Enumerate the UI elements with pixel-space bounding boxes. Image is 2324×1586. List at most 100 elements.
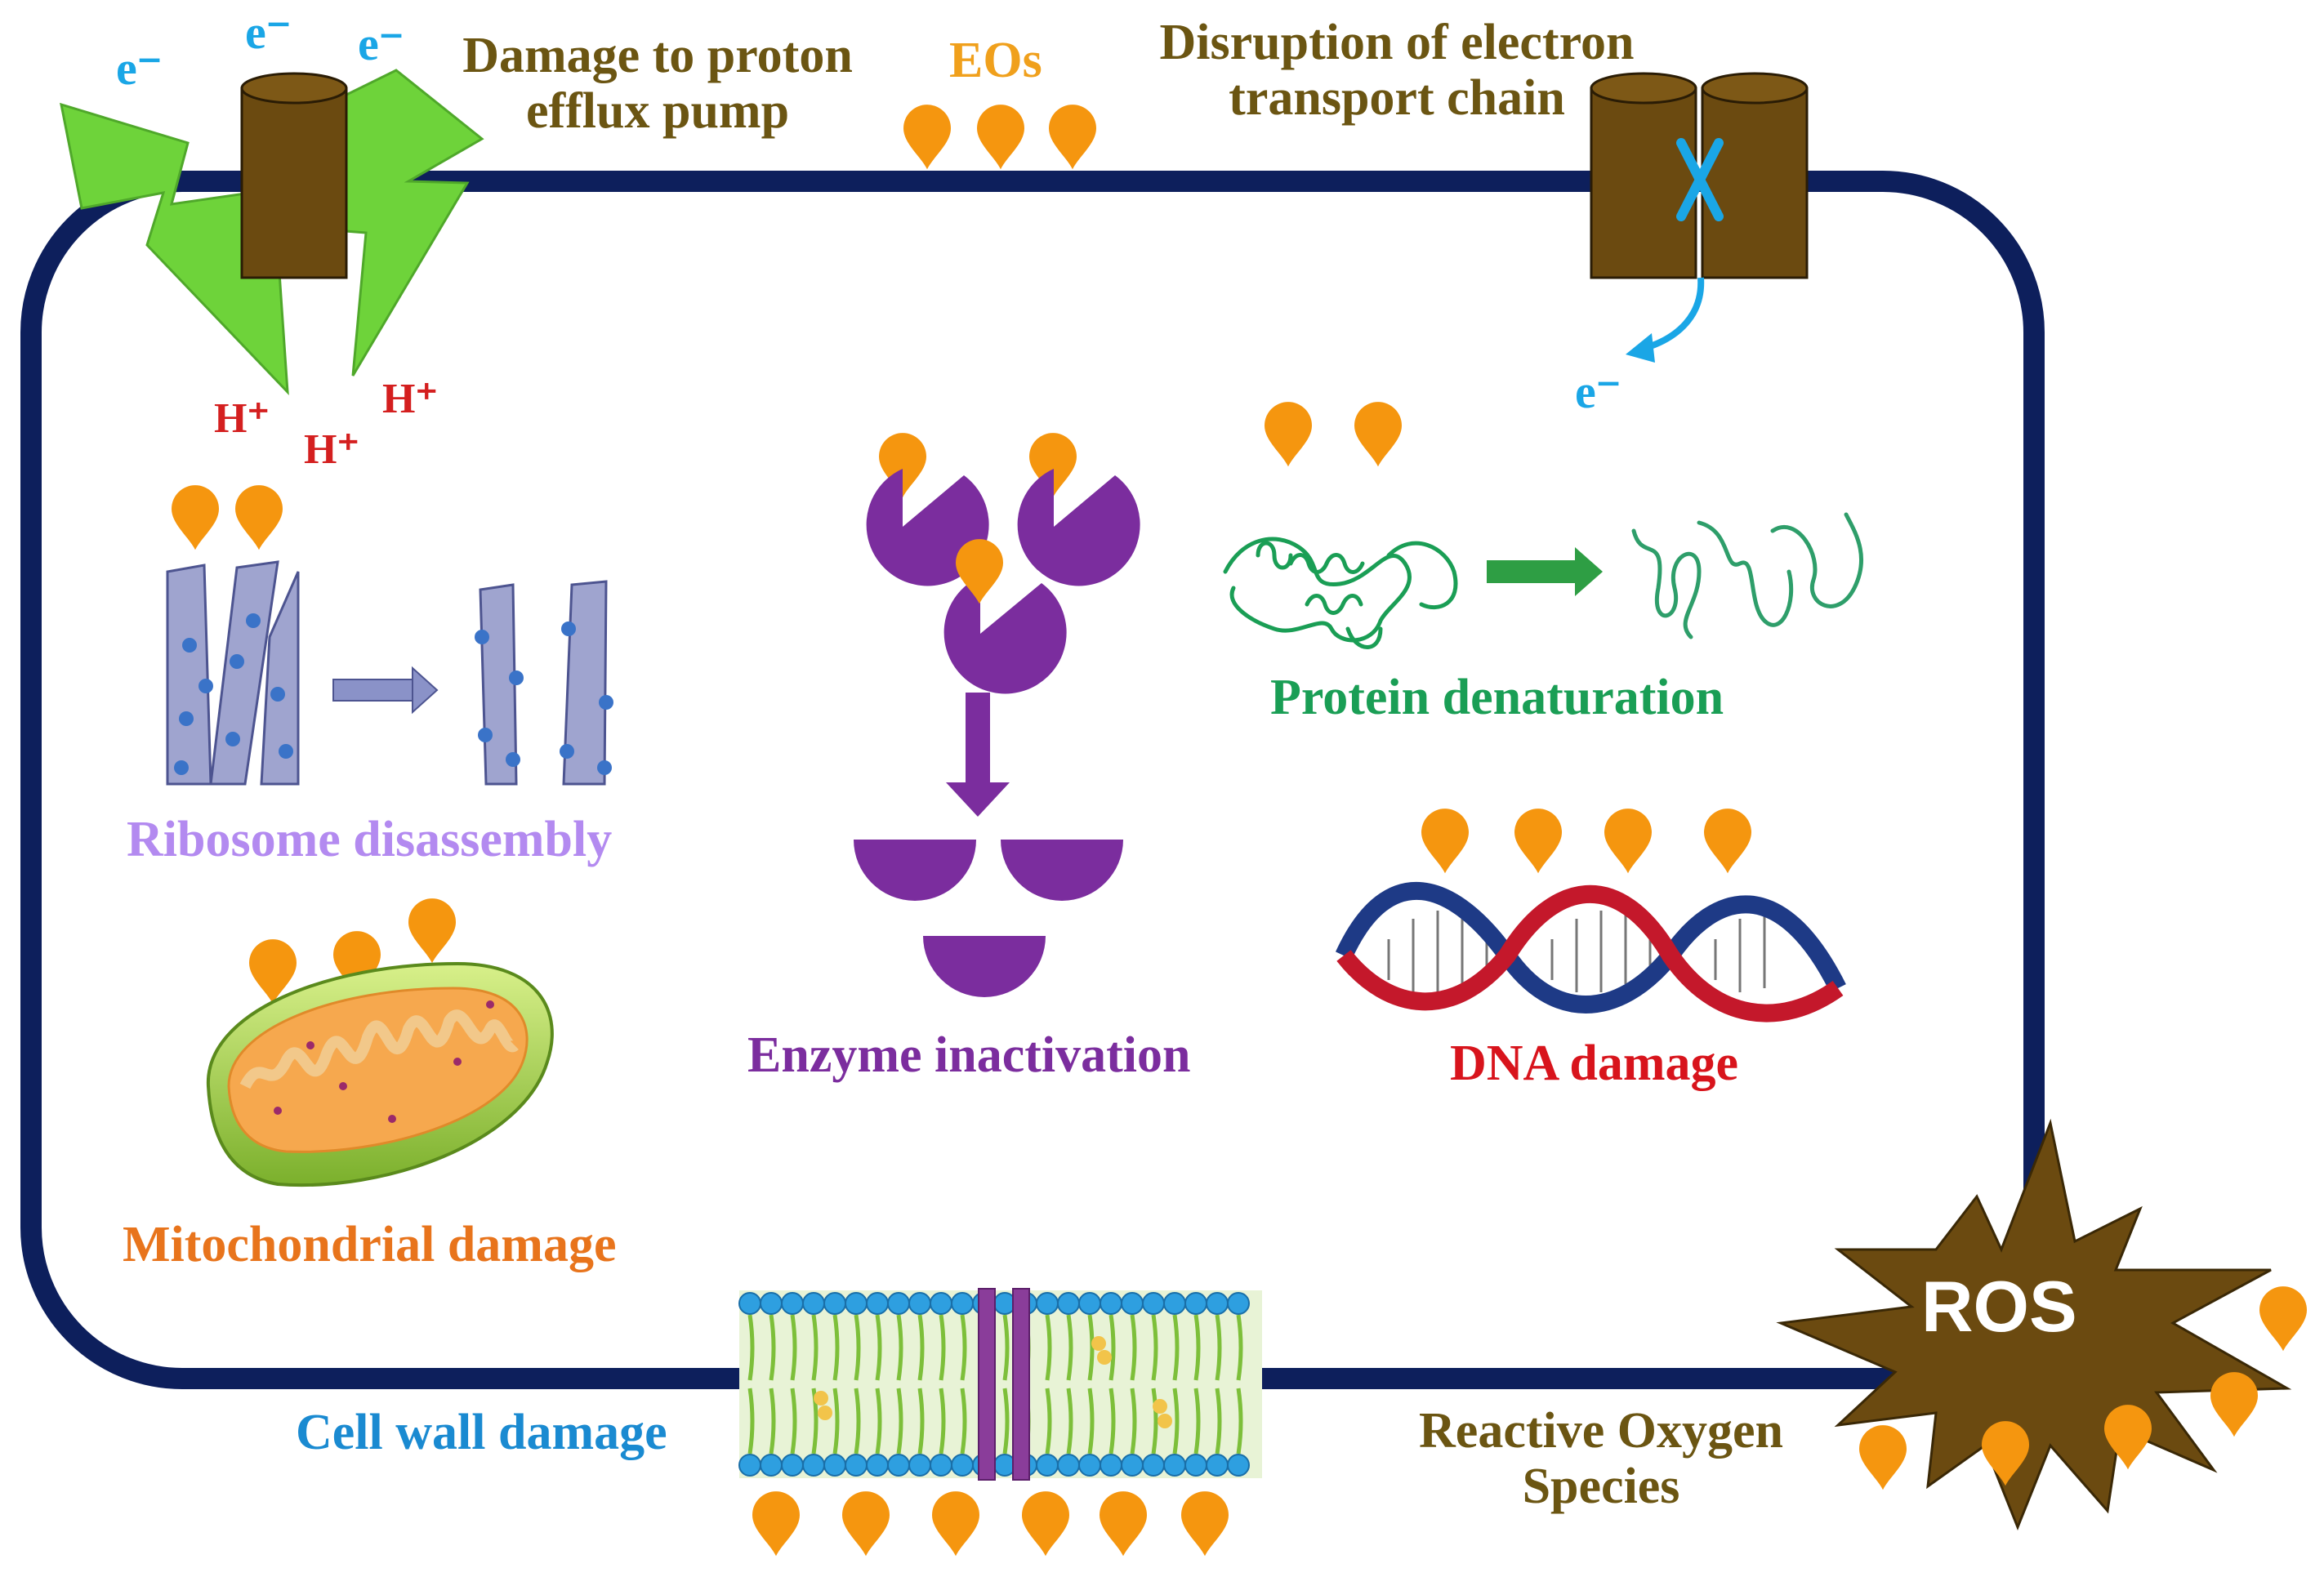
eo-drop-icon xyxy=(2210,1372,2258,1437)
lipid-head xyxy=(1227,1454,1250,1477)
lipid-head xyxy=(1036,1292,1059,1315)
proton-pump-label-line1: Damage to proton xyxy=(462,28,853,83)
electron-label: e⁻ xyxy=(1575,365,1621,418)
lipid-tail xyxy=(747,1314,755,1381)
ribosome-arrow-icon xyxy=(332,666,439,715)
lipid-head xyxy=(823,1454,846,1477)
electron-label: e⁻ xyxy=(116,42,163,95)
lipid-head xyxy=(1036,1454,1059,1477)
lipid-tail xyxy=(1108,1388,1116,1455)
ros-full-label-line1: Reactive Oxygen xyxy=(1419,1403,1783,1459)
lipid-tail xyxy=(960,1314,967,1381)
proton-pump-label: Damage to proton efflux pump xyxy=(425,28,890,139)
enzyme-active-icon xyxy=(866,469,1140,694)
electron-exit-arrow-icon xyxy=(1626,277,1705,363)
lipid-head xyxy=(908,1292,931,1315)
lipid-head xyxy=(802,1454,825,1477)
lipid-tail xyxy=(1087,1388,1095,1455)
eo-drop-icon xyxy=(1604,809,1652,874)
proton-label: H⁺ xyxy=(304,426,359,473)
lipid-tail xyxy=(1130,1314,1137,1381)
lipid-tail xyxy=(811,1388,819,1455)
etc-label: Disruption of electron transport chain xyxy=(1111,15,1683,126)
eo-drop-icon xyxy=(1514,809,1562,874)
lipid-bilayer-icon xyxy=(738,1288,1262,1481)
eo-drop-icon xyxy=(1354,402,1402,467)
lipid-tail xyxy=(1002,1388,1010,1455)
electron-label: e⁻ xyxy=(358,17,404,70)
ros-label: ROS xyxy=(1921,1266,2077,1347)
lipid-tail xyxy=(960,1388,967,1455)
lipid-head xyxy=(866,1292,889,1315)
lipid-head xyxy=(887,1292,910,1315)
eo-drop-icon xyxy=(172,485,219,550)
lipid-tail xyxy=(1172,1388,1180,1455)
eo-drop-icon xyxy=(408,898,456,964)
etc-channel-icon xyxy=(1590,72,1809,279)
lipid-tail xyxy=(1130,1388,1137,1455)
lipid-tail xyxy=(769,1314,776,1381)
dna-helix-icon xyxy=(1336,881,1846,1022)
lipid-tail xyxy=(1002,1314,1010,1381)
ribosome-disassembled-icon xyxy=(475,580,613,786)
lipid-tail xyxy=(1215,1388,1222,1455)
lipid-tail xyxy=(1215,1314,1222,1381)
eo-drop-icon xyxy=(1859,1425,1907,1490)
lipid-head xyxy=(866,1454,889,1477)
proton-pump-channel-icon xyxy=(240,72,348,279)
lipid-head xyxy=(1184,1454,1207,1477)
lipid-tail xyxy=(832,1388,840,1455)
lipid-head xyxy=(1078,1454,1101,1477)
lipid-tail xyxy=(917,1314,925,1381)
proton-label: H⁺ xyxy=(214,395,270,442)
eo-drop-icon xyxy=(235,485,283,550)
eo-drop-icon xyxy=(842,1491,890,1557)
lipid-tail xyxy=(1172,1314,1180,1381)
lipid-tail xyxy=(1151,1388,1158,1455)
lipid-head xyxy=(802,1292,825,1315)
lipid-tail xyxy=(917,1388,925,1455)
lipid-tail xyxy=(939,1388,946,1455)
lipid-tail xyxy=(854,1388,861,1455)
lipid-head xyxy=(738,1292,761,1315)
mitochondrion-icon xyxy=(206,961,554,1187)
lipid-head xyxy=(1100,1292,1122,1315)
ribosome-intact-icon xyxy=(166,560,300,786)
eo-drop-icon xyxy=(1049,105,1096,170)
lipid-head xyxy=(951,1454,974,1477)
lipid-head xyxy=(1057,1292,1080,1315)
lipid-head xyxy=(908,1454,931,1477)
lipid-tail xyxy=(790,1314,797,1381)
lipid-tail xyxy=(896,1314,903,1381)
lightning-bolt-icon-left xyxy=(60,102,289,396)
cellwall-label: Cell wall damage xyxy=(296,1405,667,1460)
lipid-tail xyxy=(832,1314,840,1381)
enzyme-label: Enzyme inactivation xyxy=(747,1027,1191,1083)
lipid-head xyxy=(738,1454,761,1477)
dna-label: DNA damage xyxy=(1450,1036,1739,1091)
lipid-tail xyxy=(790,1388,797,1455)
lipid-head xyxy=(823,1292,846,1315)
electron-label: e⁻ xyxy=(245,6,292,59)
lipid-head xyxy=(1206,1454,1229,1477)
lipid-tail xyxy=(747,1388,755,1455)
eo-drop-icon xyxy=(1022,1491,1069,1557)
lipid-tail xyxy=(1087,1314,1095,1381)
protein-folded-icon xyxy=(1223,537,1458,649)
lipid-head xyxy=(1100,1454,1122,1477)
ros-full-label-line2: Species xyxy=(1522,1459,1680,1515)
proton-pump-label-line2: efflux pump xyxy=(525,83,790,140)
lipid-tail xyxy=(769,1388,776,1455)
etc-label-line1: Disruption of electron xyxy=(1159,15,1635,70)
enzyme-inactive-icon xyxy=(854,840,1123,997)
enzyme-arrow-icon xyxy=(946,693,1010,817)
lipid-tail xyxy=(875,1388,882,1455)
lipid-head xyxy=(1078,1292,1101,1315)
lipid-head xyxy=(845,1454,868,1477)
protein-denatured-icon xyxy=(1631,512,1863,639)
lipid-head xyxy=(1206,1292,1229,1315)
lipid-head xyxy=(1057,1454,1080,1477)
lipid-tail xyxy=(1236,1388,1243,1455)
eo-drop-icon xyxy=(1421,809,1469,874)
lipid-tail xyxy=(875,1314,882,1381)
